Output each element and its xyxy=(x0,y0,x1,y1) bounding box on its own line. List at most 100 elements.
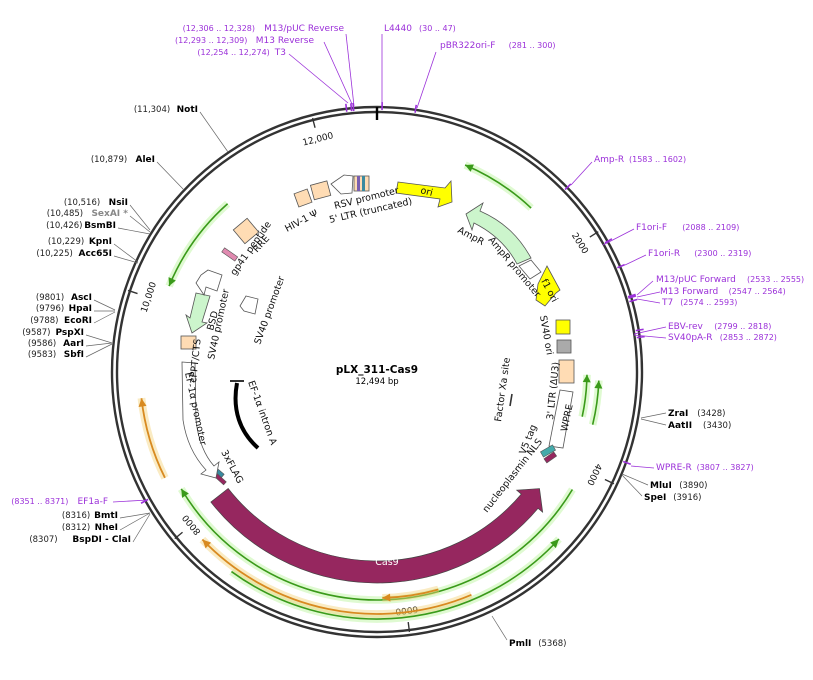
primer-name[interactable]: T7 xyxy=(661,298,673,308)
map-length: 12,494 bp xyxy=(355,377,398,387)
primer-labels: M13/pUC Reverse (12,306 .. 12,328)M13 Rev… xyxy=(11,24,804,507)
rsv-promoter-arrow[interactable] xyxy=(331,175,353,194)
primer-name[interactable]: F1ori-F xyxy=(636,223,667,233)
enzyme-name[interactable]: SpeI xyxy=(644,493,666,503)
hiv-psi-label: HIV-1 Ψ xyxy=(283,208,320,235)
ampr-label: AmpR xyxy=(456,225,487,248)
enzyme-coord: (9586) xyxy=(28,339,56,349)
enzyme-coord: (10,225) xyxy=(36,249,72,259)
enzyme-name[interactable]: BsmBI xyxy=(84,221,116,231)
enzyme-name[interactable]: NsiI xyxy=(109,198,128,208)
primer-coord: (281 .. 300) xyxy=(509,41,556,50)
sv40-polya-box[interactable] xyxy=(557,340,571,353)
sv40-promoter-1-arrow[interactable] xyxy=(196,270,222,295)
primer-name[interactable]: T3 xyxy=(274,48,286,58)
enzyme-name[interactable]: NheI xyxy=(95,523,118,533)
primer-coord: (2300 .. 2319) xyxy=(694,249,751,258)
hiv-psi-box[interactable] xyxy=(294,189,312,207)
enzyme-coord: (9788) xyxy=(30,316,58,326)
factor-xa-mark xyxy=(510,394,512,406)
map-title: pLX_311-Cas9 xyxy=(336,364,418,376)
primer-site xyxy=(637,337,645,338)
primer-coord: (30 .. 47) xyxy=(419,24,456,33)
primer-coord: (12,306 .. 12,328) xyxy=(183,24,255,33)
enzyme-coord: (5368) xyxy=(538,639,566,649)
sv40-promoter-2-label: SV40 promoter xyxy=(252,275,287,346)
feature-glyphs xyxy=(181,175,574,485)
enzyme-name[interactable]: ZraI xyxy=(668,409,688,419)
enzyme-name[interactable]: SexAI * xyxy=(91,209,128,219)
enzyme-coord: (10,229) xyxy=(48,237,84,247)
tick-label: 2000 xyxy=(569,231,590,256)
primer-name[interactable]: M13 Forward xyxy=(660,287,718,297)
hiv-psi-box-2[interactable] xyxy=(310,181,330,200)
primer-site xyxy=(353,103,354,111)
enzyme-name[interactable]: AleI xyxy=(135,155,155,165)
factor-xa-label: Factor Xa site xyxy=(493,357,513,423)
primer-name[interactable]: M13 Reverse xyxy=(256,36,315,46)
gp41-box[interactable] xyxy=(222,248,238,261)
enzyme-coord: (10,485) xyxy=(47,209,83,219)
primer-name[interactable]: WPRE-R xyxy=(656,463,692,473)
primer-site xyxy=(629,300,637,302)
enzyme-name[interactable]: BmtI xyxy=(94,511,118,521)
enzyme-name[interactable]: BspDI - ClaI xyxy=(72,535,131,545)
primer-coord: (2799 .. 2818) xyxy=(714,322,771,331)
enzyme-name[interactable]: AarI xyxy=(63,339,84,349)
enzyme-name[interactable]: EcoRI xyxy=(64,316,92,326)
enzyme-coord: (10,879) xyxy=(91,155,127,165)
primer-coord: (8351 .. 8371) xyxy=(11,497,68,506)
enzyme-name[interactable]: NotI xyxy=(177,105,198,115)
primer-site xyxy=(415,105,416,113)
tick-label: 4000 xyxy=(584,462,603,487)
ltr5-box[interactable] xyxy=(354,176,369,191)
primer-coord: (1583 .. 1602) xyxy=(629,155,686,164)
enzyme-name[interactable]: PmlI xyxy=(509,639,531,649)
ltr5-stripe-2 xyxy=(362,176,365,191)
sv40-ori-box[interactable] xyxy=(556,320,570,334)
primer-coord: (12,254 .. 12,274) xyxy=(197,48,269,57)
primer-name[interactable]: pBR322ori-F xyxy=(440,41,495,51)
enzyme-coord: (10,426) xyxy=(46,221,82,231)
enzyme-name[interactable]: PspXI xyxy=(55,328,84,338)
enzyme-name[interactable]: Acc65I xyxy=(78,249,112,259)
enzyme-coord: (8316) xyxy=(62,511,90,521)
primer-site xyxy=(351,103,352,111)
primer-name[interactable]: F1ori-R xyxy=(648,249,680,259)
primer-name[interactable]: L4440 xyxy=(384,24,412,34)
feature-arcs xyxy=(139,165,603,619)
enzyme-coord: (11,304) xyxy=(134,105,170,115)
tick-label: 12,000 xyxy=(302,131,335,149)
primer-name[interactable]: Amp-R xyxy=(594,155,624,165)
enzyme-name[interactable]: MluI xyxy=(650,481,672,491)
tick-label: 10,000 xyxy=(140,281,159,314)
primer-name[interactable]: M13/pUC Forward xyxy=(656,275,736,285)
enzyme-name[interactable]: AscI xyxy=(71,293,92,303)
primer-coord: (12,293 .. 12,309) xyxy=(175,36,247,45)
enzyme-coord: (3430) xyxy=(703,421,731,431)
primer-coord: (2547 .. 2564) xyxy=(729,287,786,296)
primer-name[interactable]: EF1a-F xyxy=(77,497,108,507)
enzyme-coord: (3916) xyxy=(673,493,701,503)
primer-coord: (2853 .. 2872) xyxy=(720,333,777,342)
enzyme-name[interactable]: KpnI xyxy=(89,237,112,247)
left-enzyme-labels: NotI(11,304)AleI(10,879)NsiI(10,516)SexA… xyxy=(22,105,198,545)
enzyme-coord: (8307) xyxy=(29,535,57,545)
enzyme-coord: (9587) xyxy=(22,328,50,338)
primer-name[interactable]: EBV-rev xyxy=(668,322,704,332)
primer-coord: (2088 .. 2109) xyxy=(682,223,739,232)
enzyme-name[interactable]: HpaI xyxy=(69,304,92,314)
primer-name[interactable]: M13/pUC Reverse xyxy=(264,24,344,34)
primer-name[interactable]: SV40pA-R xyxy=(668,333,713,343)
sv40-promoter-2-arrow[interactable] xyxy=(240,296,258,314)
enzyme-name[interactable]: AatII xyxy=(668,421,692,431)
orf-arc-ampr-glow xyxy=(465,165,531,208)
enzyme-name[interactable]: SbfI xyxy=(64,350,84,360)
ltr5-stripe xyxy=(357,176,360,191)
enzyme-coord: (3890) xyxy=(679,481,707,491)
enzyme-coord: (9583) xyxy=(28,350,56,360)
primer-coord: (2533 .. 2555) xyxy=(747,275,804,284)
primer-coord: (3807 .. 3827) xyxy=(697,463,754,472)
